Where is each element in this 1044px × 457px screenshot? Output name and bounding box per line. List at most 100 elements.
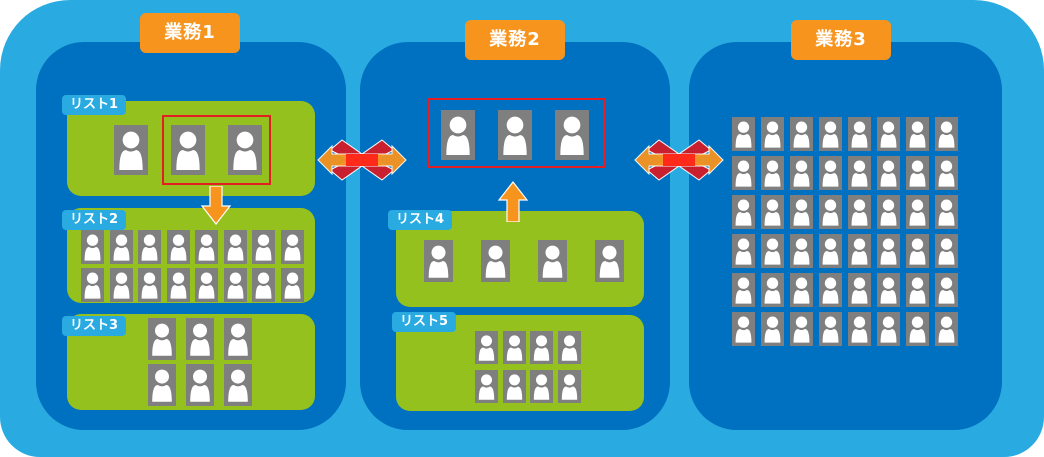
person-icon [280,268,304,302]
person-icon [877,156,900,190]
business-title-3: 業務3 [791,20,891,60]
person-icon [148,364,176,406]
person-icon [114,125,148,175]
person-icon [761,234,784,268]
person-icon [761,156,784,190]
person-icon [538,240,567,282]
person-icon [109,268,133,302]
person-icon [790,117,813,151]
person-icon [877,273,900,307]
person-icon [502,331,526,364]
person-icon [906,312,929,346]
business-title-2: 業務2 [465,20,565,60]
person-icon [280,230,304,264]
person-icon [761,117,784,151]
person-icon [819,312,842,346]
person-icon [819,117,842,151]
person-icon [166,230,190,264]
list-label-1: リスト1 [62,95,127,115]
person-icon [819,156,842,190]
person-icon [732,234,755,268]
person-icon [138,268,161,302]
selection-box-business2 [428,98,605,168]
person-icon [481,240,510,282]
person-icon [502,370,526,403]
arrow-down-icon [200,186,232,225]
person-icon [228,125,262,175]
person-icon [790,312,813,346]
person-icon [424,240,453,282]
person-icon [186,318,214,360]
person-icon [138,230,161,264]
list-label-4: リスト4 [388,210,453,230]
person-icon [790,234,813,268]
person-icon [81,268,104,302]
person-icon [906,273,929,307]
person-icon [195,268,218,302]
person-icon [848,117,871,151]
person-icon [819,234,842,268]
person-icon [935,195,958,229]
person-icon [252,268,275,302]
person-icon [186,364,214,406]
person-icon [166,268,190,302]
arrow-up-icon [497,181,529,222]
business-title-1: 業務1 [140,13,240,53]
person-icon [441,110,475,160]
person-icon [906,117,929,151]
person-icon [732,312,755,346]
person-icon [935,312,958,346]
list-label-3: リスト3 [62,316,127,336]
person-icon [223,268,247,302]
person-icon [877,312,900,346]
person-icon [148,318,176,360]
person-icon [877,117,900,151]
person-icon [224,364,252,406]
person-icon [195,230,218,264]
person-icon [906,195,929,229]
person-icon [595,240,624,282]
person-icon [848,312,871,346]
person-icon [848,156,871,190]
person-icon [935,273,958,307]
blocked-connector-1-2 [317,139,407,181]
person-icon [935,234,958,268]
person-icon [555,110,589,160]
person-icon [848,273,871,307]
person-icon [761,273,784,307]
person-icon [252,230,275,264]
person-icon [906,234,929,268]
person-icon [732,117,755,151]
person-icon [906,156,929,190]
person-icon [877,195,900,229]
person-icon [790,273,813,307]
person-icon [732,156,755,190]
person-icon [475,331,498,364]
person-icon [732,195,755,229]
person-icon [819,195,842,229]
person-icon [171,125,205,175]
person-icon [224,318,252,360]
person-icon [790,195,813,229]
list-label-5: リスト5 [392,312,457,332]
person-icon [935,117,958,151]
person-icon [761,195,784,229]
person-icon [475,370,498,403]
person-icon [935,156,958,190]
person-icon [498,110,532,160]
person-icon [848,195,871,229]
person-icon [530,331,553,364]
person-icon [790,156,813,190]
person-icon [848,234,871,268]
person-icon [557,370,581,403]
person-icon [109,230,133,264]
person-icon [732,273,755,307]
person-icon [819,273,842,307]
person-icon [761,312,784,346]
person-icon [877,234,900,268]
list-label-2: リスト2 [62,210,127,230]
person-icon [223,230,247,264]
selection-box-list1 [162,115,271,185]
person-icon [557,331,581,364]
person-icon [81,230,104,264]
